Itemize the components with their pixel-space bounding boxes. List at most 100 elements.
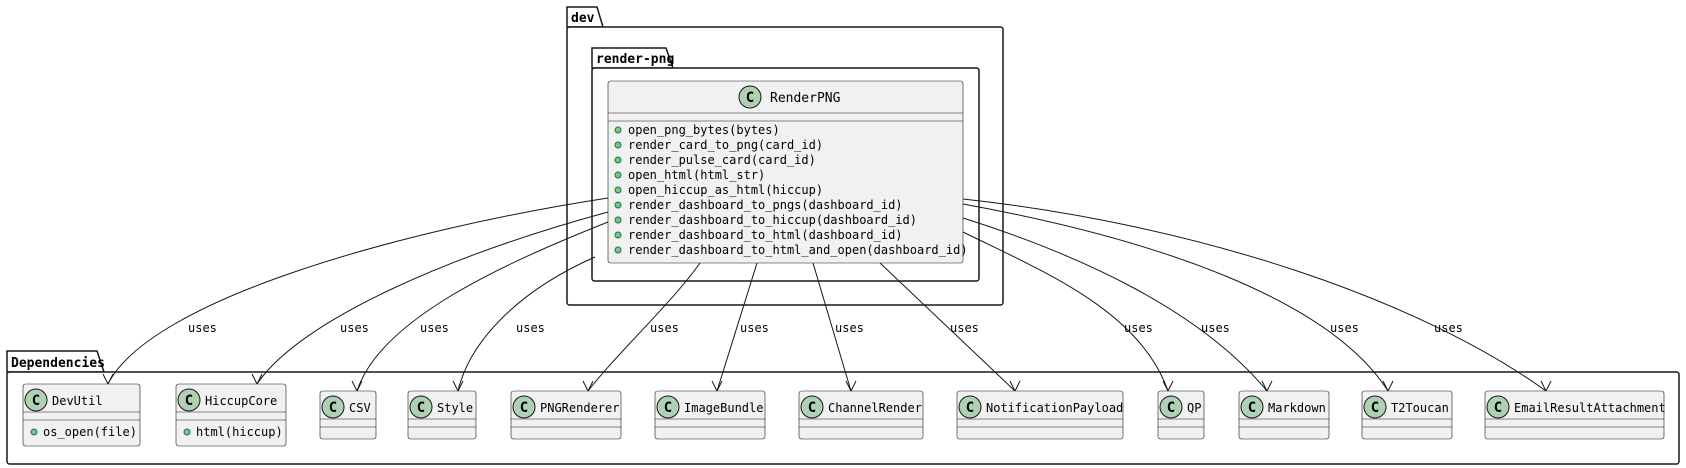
class-name-renderpng: RenderPNG — [770, 91, 841, 106]
class-stereotype-letter: C — [746, 90, 754, 106]
dependency-classes: C DevUtil os_open(file) C HiccupCore html(hic… — [22, 383, 1666, 447]
method-visibility-icon — [614, 186, 622, 194]
class-stereotype-letter: C — [1371, 400, 1379, 416]
method-renderpng: render_dashboard_to_pngs(dashboard_id) — [628, 198, 903, 212]
class-name: CSV — [349, 401, 371, 415]
edge-label: uses — [1124, 321, 1153, 335]
method-visibility-icon — [30, 428, 38, 436]
class-stereotype-letter: C — [1494, 400, 1502, 416]
class-stereotype-icon — [512, 395, 536, 419]
method-visibility-icon — [183, 428, 191, 436]
class-stereotype-icon — [1363, 395, 1387, 419]
class-stereotype-icon — [1486, 395, 1510, 419]
class-stereotype-letter: C — [185, 393, 193, 409]
class-name: DevUtil — [52, 394, 103, 408]
class-name: HiccupCore — [205, 394, 277, 408]
class-markdown: C Markdown — [1238, 390, 1330, 440]
edge-uses — [962, 217, 1268, 392]
class-stereotype-letter: C — [664, 400, 672, 416]
method-visibility-icon — [614, 231, 622, 239]
method-renderpng: render_dashboard_to_html(dashboard_id) — [628, 228, 903, 242]
method-renderpng: render_pulse_card(card_id) — [628, 153, 816, 167]
edge-uses — [256, 211, 609, 385]
class-hiccupcore: C HiccupCore html(hiccup) — [175, 383, 287, 447]
edge-label: uses — [420, 321, 449, 335]
method-visibility-icon — [614, 141, 622, 149]
class-emailresultattachment: C EmailResultAttachment — [1484, 390, 1666, 440]
method-visibility-icon — [614, 126, 622, 134]
class-name: ImageBundle — [684, 401, 763, 415]
class-stereotype-icon — [321, 395, 345, 419]
class-name: PNGRenderer — [540, 401, 619, 415]
class-name: NotificationPayload — [986, 401, 1123, 415]
package-dependencies-label: Dependencies — [11, 356, 105, 371]
edge-label: uses — [740, 321, 769, 335]
class-method: os_open(file) — [43, 425, 137, 439]
class-stereotype-icon — [738, 85, 762, 109]
method-renderpng: open_html(html_str) — [628, 168, 765, 182]
class-stereotype-icon — [656, 395, 680, 419]
method-visibility-icon — [614, 171, 622, 179]
method-visibility-icon — [614, 156, 622, 164]
class-devutil: C DevUtil os_open(file) — [22, 383, 141, 447]
class-notificationpayload: C NotificationPayload — [956, 390, 1124, 440]
package-render-png-label: render-png — [596, 52, 674, 67]
package-dev-label: dev — [571, 11, 595, 26]
class-renderpng: C RenderPNG open_png_bytes(bytes)render_… — [607, 80, 968, 264]
class-imagebundle: C ImageBundle — [654, 390, 766, 440]
class-stereotype-letter: C — [966, 400, 974, 416]
edge-label: uses — [188, 321, 217, 335]
class-stereotype-letter: C — [329, 400, 337, 416]
edge-uses — [356, 221, 609, 392]
class-stereotype-letter: C — [417, 400, 425, 416]
class-name: T2Toucan — [1391, 401, 1449, 415]
class-t2toucan: C T2Toucan — [1361, 390, 1453, 440]
method-visibility-icon — [614, 246, 622, 254]
edge-uses — [107, 197, 609, 385]
edge-uses — [962, 198, 1547, 392]
class-stereotype-icon — [1159, 395, 1183, 419]
class-stereotype-icon — [958, 395, 982, 419]
method-renderpng: render_dashboard_to_hiccup(dashboard_id) — [628, 213, 917, 227]
dependency-edges: uses uses uses uses uses uses uses uses uses uses… — [102, 197, 1552, 393]
edge-uses — [812, 262, 852, 392]
edge-label: uses — [1201, 321, 1230, 335]
class-stereotype-letter: C — [808, 400, 816, 416]
class-stereotype-letter: C — [1248, 400, 1256, 416]
edge-label: uses — [1434, 321, 1463, 335]
edge-uses — [962, 231, 1169, 392]
edge-label: uses — [340, 321, 369, 335]
class-name: Markdown — [1268, 401, 1326, 415]
class-name: QP — [1187, 401, 1201, 415]
edge-uses — [879, 262, 1016, 392]
method-visibility-icon — [614, 216, 622, 224]
class-name: EmailResultAttachment — [1514, 401, 1666, 415]
class-channelrender: C ChannelRender — [798, 390, 924, 440]
class-stereotype-icon — [1240, 395, 1264, 419]
method-renderpng: render_card_to_png(card_id) — [628, 138, 823, 152]
edge-uses — [962, 203, 1389, 392]
method-renderpng: open_png_bytes(bytes) — [628, 123, 780, 137]
edge-label: uses — [650, 321, 679, 335]
class-qp: C QP — [1157, 390, 1205, 440]
class-stereotype-letter: C — [1167, 400, 1175, 416]
class-method: html(hiccup) — [196, 425, 283, 439]
class-stereotype-letter: C — [520, 400, 528, 416]
method-visibility-icon — [614, 201, 622, 209]
class-name: ChannelRender — [828, 401, 922, 415]
class-stereotype-icon — [177, 388, 201, 412]
edge-uses — [587, 262, 701, 392]
edge-uses — [457, 256, 596, 392]
method-renderpng: render_dashboard_to_html_and_open(dashbo… — [628, 243, 968, 257]
class-stereotype-icon — [24, 388, 48, 412]
method-renderpng: open_hiccup_as_html(hiccup) — [628, 183, 823, 197]
edge-label: uses — [835, 321, 864, 335]
edge-label: uses — [1330, 321, 1359, 335]
class-csv: C CSV — [319, 390, 377, 440]
class-stereotype-letter: C — [32, 393, 40, 409]
edge-label: uses — [516, 321, 545, 335]
class-stereotype-icon — [409, 395, 433, 419]
class-pngrenderer: C PNGRenderer — [510, 390, 622, 440]
